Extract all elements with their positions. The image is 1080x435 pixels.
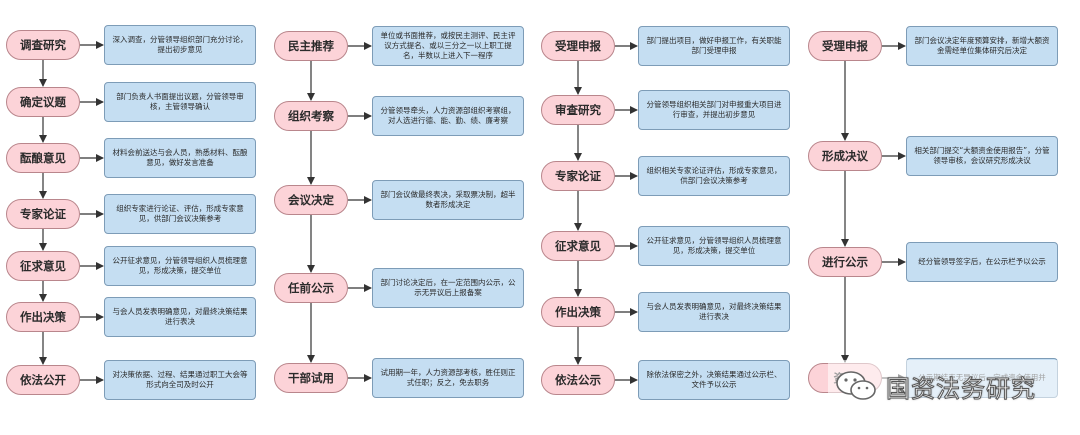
step-description: 部门讨论决定后，在一定范围内公示，公示无异议后上报备案 (372, 268, 524, 308)
step-description: 深入调查，分管领导组织部门充分讨论，提出初步意见 (104, 25, 256, 65)
step-description: 部门负责人书面提出议题，分管领导审核，主管领导确认 (104, 82, 256, 122)
step-node: 酝酿意见 (6, 143, 80, 173)
step-node: 依法公开 (6, 365, 80, 395)
step-description: 部门会议做最终表决，采取票决制，超半数者形成决定 (372, 180, 524, 220)
watermark: 国资法务研究 (828, 360, 1078, 412)
step-node: 专家论证 (6, 199, 80, 229)
step-node: 受理申报 (541, 31, 615, 61)
step-description: 与会人员发表明确意见，对最终决策结果进行表决 (104, 297, 256, 337)
step-node: 专家论证 (541, 161, 615, 191)
wechat-icon (836, 371, 876, 400)
step-node: 受理申报 (808, 31, 882, 61)
step-node: 征求意见 (541, 231, 615, 261)
step-description: 公开征求意见，分管领导组织人员梳理意见，形成决策，提交单位 (104, 246, 256, 286)
step-description: 单位或书面推荐，或按民主测评、民主评议方式提名、或以三分之一以上职工提名，半数以… (372, 26, 524, 66)
step-description: 材料会前送达与会人员，熟悉材料、酝酿意见，做好发言准备 (104, 138, 256, 178)
step-description: 组织专家进行论证、评估，形成专家意见，供部门会议决策参考 (104, 194, 256, 234)
step-node: 形成决议 (808, 141, 882, 171)
step-node: 作出决策 (541, 297, 615, 327)
step-node: 确定议题 (6, 87, 80, 117)
step-description: 经分管领导签字后，在公示栏予以公示 (906, 242, 1058, 282)
step-node: 作出决策 (6, 302, 80, 332)
step-description: 除依法保密之外，决策结果通过公示栏、文件予以公示 (638, 360, 790, 400)
step-node: 依法公示 (541, 365, 615, 395)
step-description: 组织相关专家论证评估，形成专家意见，供部门会议决策参考 (638, 156, 790, 196)
step-node: 干部试用 (274, 363, 348, 393)
step-description: 分管领导组织相关部门对申报重大项目进行审查，并提出初步意见 (638, 90, 790, 130)
step-description: 试用期一年，人力资源部考核，胜任则正式任职；反之，免去职务 (372, 358, 524, 398)
step-node: 民主推荐 (274, 31, 348, 61)
step-description: 部门会议决定年度预算安排，新增大额资金需经单位集体研究后决定 (906, 26, 1058, 66)
step-description: 对决策依据、过程、结果通过职工大会等形式向全司及时公开 (104, 360, 256, 400)
step-node: 组织考察 (274, 101, 348, 131)
step-node: 会议决定 (274, 185, 348, 215)
step-node: 进行公示 (808, 247, 882, 277)
step-description: 部门提出项目，做好申报工作，有关职能部门受理申报 (638, 26, 790, 66)
step-description: 相关部门提交“大额资金使用报告”，分管领导审核，会议研究形成决议 (906, 136, 1058, 176)
watermark-text: 国资法务研究 (886, 374, 1036, 403)
step-node: 征求意见 (6, 251, 80, 281)
step-node: 审查研究 (541, 95, 615, 125)
step-description: 公开征求意见，分管领导组织人员梳理意见，形成决策，提交单位 (638, 226, 790, 266)
step-description: 分管领导牵头，人力资源部组织考察组，对人选进行德、能、勤、绩、廉考察 (372, 96, 524, 136)
step-description: 与会人员发表明确意见，对最终决策结果进行表决 (638, 292, 790, 332)
step-node: 调查研究 (6, 30, 80, 60)
step-node: 任前公示 (274, 273, 348, 303)
